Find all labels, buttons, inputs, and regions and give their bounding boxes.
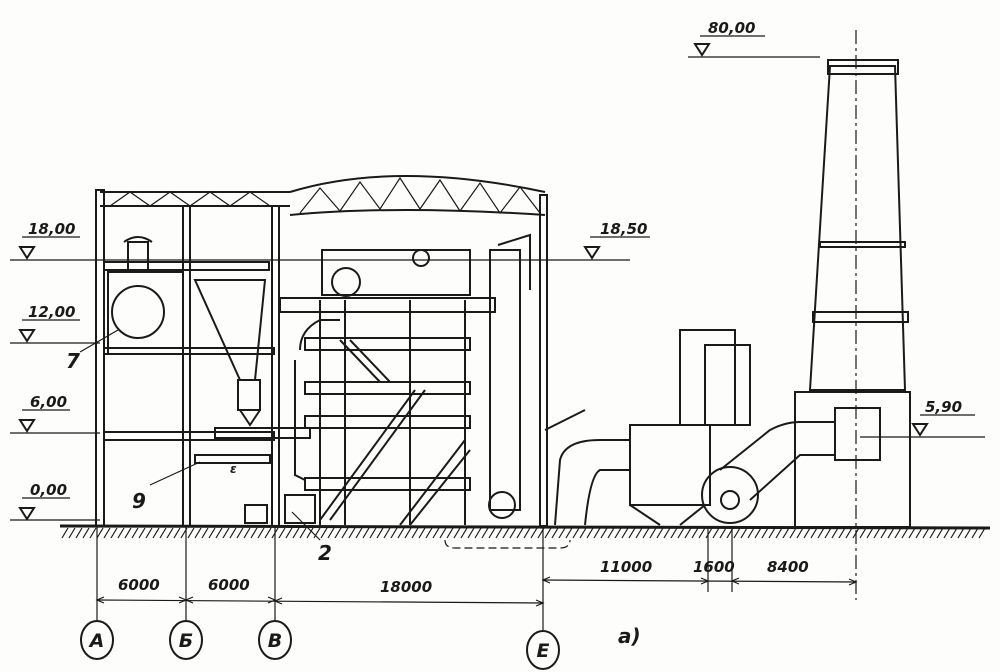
axis-b: Б — [179, 630, 193, 652]
level-12-00: 12,00 — [28, 303, 75, 321]
building-frame — [95, 175, 548, 527]
elevation-markers — [10, 35, 985, 521]
chimney — [794, 30, 911, 600]
boiler-structure — [279, 233, 531, 526]
axis-bubbles — [80, 620, 560, 670]
flue-ducts — [544, 329, 836, 526]
dim-6000-b-v: 6000 — [208, 576, 250, 594]
dim-6000-a-b: 6000 — [118, 576, 160, 594]
dim-8400: 8400 — [767, 558, 809, 576]
axis-a: А — [88, 630, 105, 652]
callout-7: 7 — [66, 349, 80, 373]
level-0-00: 0,00 — [30, 481, 67, 499]
level-5-90: 5,90 — [925, 398, 962, 416]
ground — [59, 524, 991, 549]
callout-9: 9 — [132, 489, 146, 513]
level-18-50: 18,50 — [600, 220, 647, 238]
ground-hatching — [61, 527, 986, 539]
bunker — [193, 279, 316, 524]
level-6-00: 6,00 — [30, 393, 67, 411]
boiler-drum — [107, 236, 184, 355]
axis-e: Е — [537, 640, 550, 662]
axis-v: В — [268, 630, 282, 652]
dim-18000: 18000 — [380, 578, 432, 596]
callout-2: 2 — [318, 541, 332, 565]
dim-11000: 11000 — [600, 558, 652, 576]
callout-leaders — [79, 329, 321, 541]
callout-small: ε — [230, 462, 237, 476]
level-80-00: 80,00 — [708, 19, 755, 37]
figure-caption: а) — [618, 624, 641, 648]
level-18-00: 18,00 — [28, 220, 75, 238]
dimension-lines — [95, 526, 858, 630]
dim-1600: 1600 — [693, 558, 735, 576]
